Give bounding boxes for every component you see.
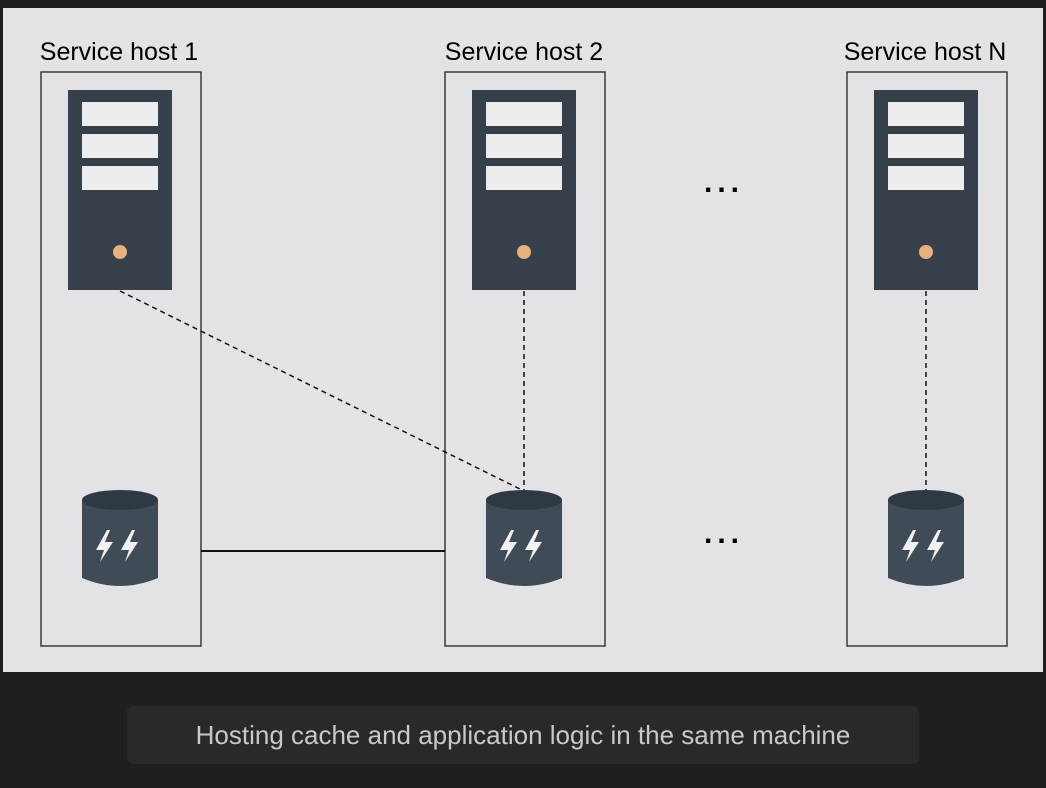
caption-box: Hosting cache and application logic in t…	[127, 706, 919, 764]
host-1-title: Service host 1	[40, 38, 198, 66]
ellipsis-servers: ...	[704, 166, 744, 199]
host-n-box	[846, 71, 1008, 647]
cache-database-icon	[888, 490, 964, 586]
host-1-box	[40, 71, 202, 647]
host-2-box	[444, 71, 606, 647]
ellipsis-caches: ...	[704, 517, 744, 550]
figure-caption: Hosting cache and application logic in t…	[195, 719, 851, 750]
dashed-link-server1-to-cache2	[119, 290, 525, 492]
host-n-title: Service host N	[844, 38, 1007, 66]
diagram-frame: Service host 1 Service host 2 Service ho…	[3, 8, 1043, 672]
server-tower-icon	[68, 90, 172, 290]
host-2-title: Service host 2	[445, 38, 603, 66]
server-tower-icon	[874, 90, 978, 290]
architecture-diagram: Service host 1 Service host 2 Service ho…	[40, 38, 1008, 647]
cache-database-icon	[486, 490, 562, 586]
server-tower-icon	[472, 90, 576, 290]
cache-database-icon	[82, 490, 158, 586]
